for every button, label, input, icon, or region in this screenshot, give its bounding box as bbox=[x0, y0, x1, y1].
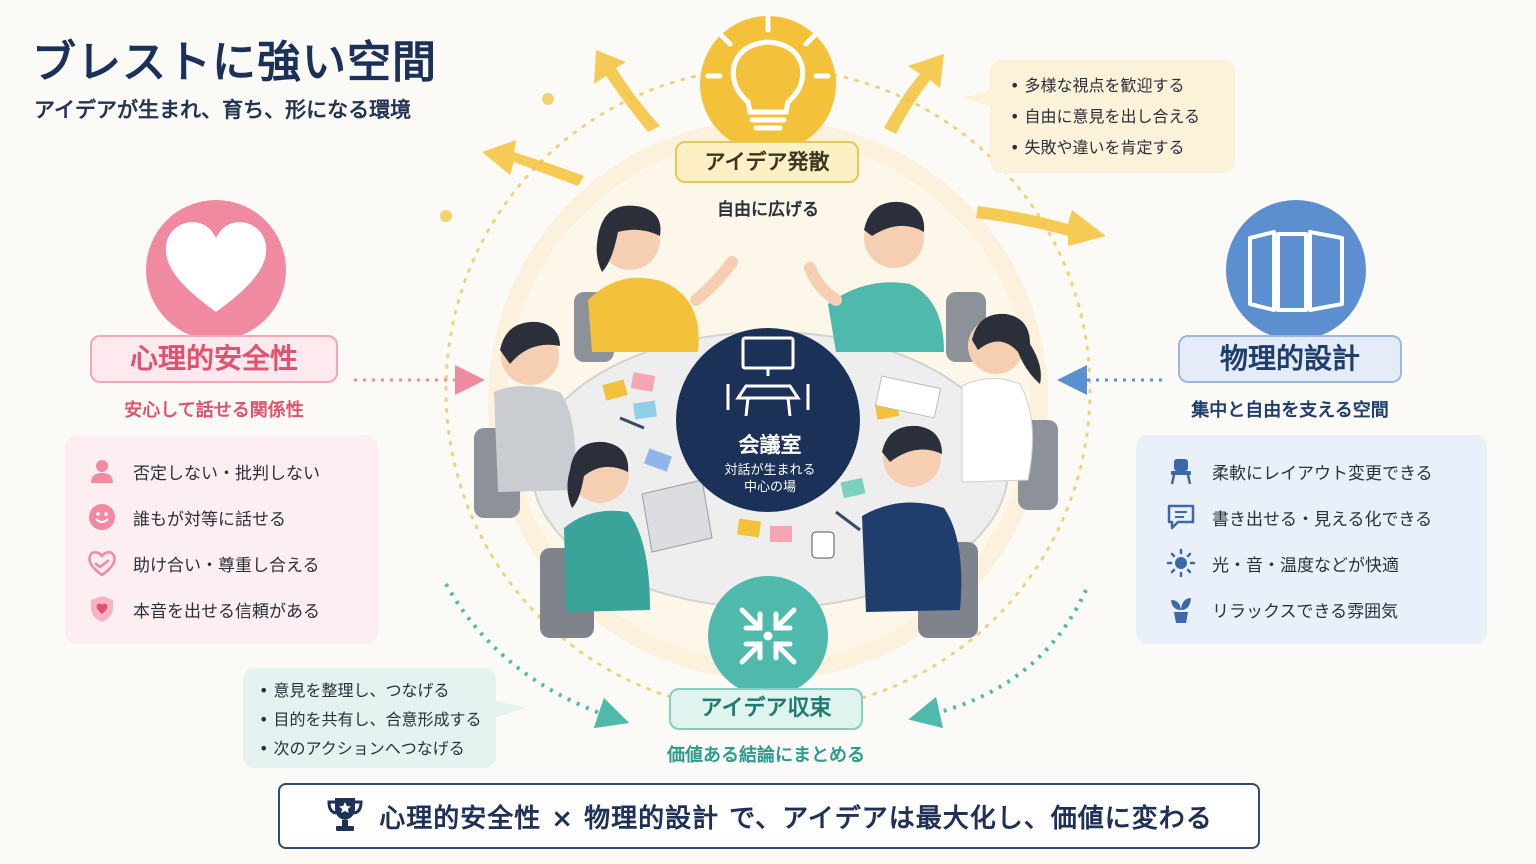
bullet-item: • 多様な視点を歓迎する bbox=[1010, 76, 1185, 95]
list-item: 本音を出せる信頼がある bbox=[87, 593, 320, 625]
list-item: 否定しない・批判しない bbox=[87, 455, 320, 487]
lightbulb-icon bbox=[705, 15, 831, 131]
physical-design-label: 物理的設計 bbox=[1178, 335, 1402, 383]
center-label: 会議室 bbox=[738, 433, 802, 457]
list-item: 光・音・温度などが快適 bbox=[1166, 547, 1399, 579]
center-meeting-room: 会議室 対話が生まれる 中心の場 bbox=[690, 432, 850, 496]
page-subtitle: アイデアが生まれ、育ち、形になる環境 bbox=[34, 98, 412, 122]
list-item: 柔軟にレイアウト変更できる bbox=[1166, 455, 1433, 487]
smile-icon bbox=[87, 502, 117, 532]
bullet-item: • 失敗や違いを肯定する bbox=[1010, 138, 1185, 157]
convergence-caption: 価値ある結論にまとめる bbox=[667, 745, 865, 766]
divergence-bullets: • 多様な視点を歓迎する • 自由に意見を出し合える • 失敗や違いを肯定する bbox=[990, 60, 1235, 173]
bullet-item: • 自由に意見を出し合える bbox=[1010, 107, 1201, 126]
psychological-safety-panel: 否定しない・批判しない 誰もが対等に話せる 助け合い・尊重し合える 本音を出せる… bbox=[65, 435, 378, 644]
psychological-safety-label: 心理的安全性 bbox=[90, 335, 338, 383]
divergence-caption: 自由に広げる bbox=[717, 200, 819, 220]
people-illustration bbox=[474, 201, 1058, 638]
psychological-safety-caption: 安心して話せる関係性 bbox=[124, 400, 304, 421]
bullet-item: • 目的を共有し、合意形成する bbox=[259, 710, 482, 729]
physical-design-panel: 柔軟にレイアウト変更できる 書き出せる・見える化できる 光・音・温度などが快適 … bbox=[1136, 435, 1487, 644]
converge-arrows-icon bbox=[739, 607, 797, 665]
list-item: 書き出せる・見える化できる bbox=[1166, 501, 1432, 533]
page-title: ブレストに強い空間 bbox=[32, 37, 437, 88]
bullet-item: • 意見を整理し、つなげる bbox=[259, 681, 450, 700]
divergence-arrows bbox=[482, 50, 1106, 246]
summary-banner: 心理的安全性 × 物理的設計 で、アイデアは最大化し、価値に変わる bbox=[278, 783, 1260, 849]
list-item: 助け合い・尊重し合える bbox=[87, 547, 320, 579]
heart-icon bbox=[165, 222, 267, 312]
shield-heart-icon bbox=[87, 594, 117, 624]
divergence-label: アイデア発散 bbox=[675, 141, 859, 183]
speech-bubble-icon bbox=[1166, 502, 1196, 532]
center-caption-line2: 中心の場 bbox=[743, 480, 796, 495]
list-item: リラックスできる雰囲気 bbox=[1166, 593, 1398, 625]
plant-icon bbox=[1166, 594, 1196, 624]
list-item: 誰もが対等に話せる bbox=[87, 501, 286, 533]
bullet-item: • 次のアクションへつなげる bbox=[259, 739, 465, 758]
person-icon bbox=[87, 456, 117, 486]
summary-text: 心理的安全性 × 物理的設計 で、アイデアは最大化し、価値に変わる bbox=[379, 803, 1213, 834]
center-caption-line1: 対話が生まれる bbox=[724, 463, 816, 478]
monitor-table-icon bbox=[726, 336, 810, 417]
handshake-heart-icon bbox=[87, 548, 117, 578]
sun-icon bbox=[1166, 548, 1196, 578]
physical-design-caption: 集中と自由を支える空間 bbox=[1191, 400, 1389, 421]
convergence-bullets: • 意見を整理し、つなげる • 目的を共有し、合意形成する • 次のアクションへ… bbox=[243, 668, 496, 768]
panels-icon bbox=[1248, 230, 1344, 312]
convergence-label: アイデア収束 bbox=[669, 688, 863, 730]
trophy-icon bbox=[325, 794, 365, 838]
chair-icon bbox=[1166, 456, 1196, 486]
